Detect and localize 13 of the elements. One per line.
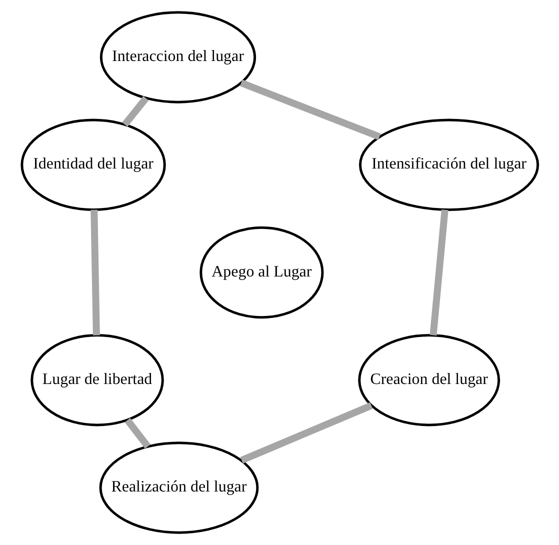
connector [122, 96, 148, 127]
connector [124, 418, 150, 449]
node-ellipse: Apego al Lugar [199, 226, 324, 319]
node-ellipse: Intensificación del lugar [358, 118, 539, 211]
node-ellipse: Interaccion del lugar [99, 11, 256, 104]
connector [90, 210, 100, 336]
node-ellipse: Lugar de libertad [30, 334, 164, 426]
node-ellipse: Identidad del lugar [20, 118, 166, 211]
connector [429, 209, 448, 336]
connector [239, 80, 380, 140]
node-ellipse: Realización del lugar [98, 442, 258, 534]
node-ellipse: Creacion del lugar [358, 334, 500, 426]
connector [240, 402, 372, 464]
